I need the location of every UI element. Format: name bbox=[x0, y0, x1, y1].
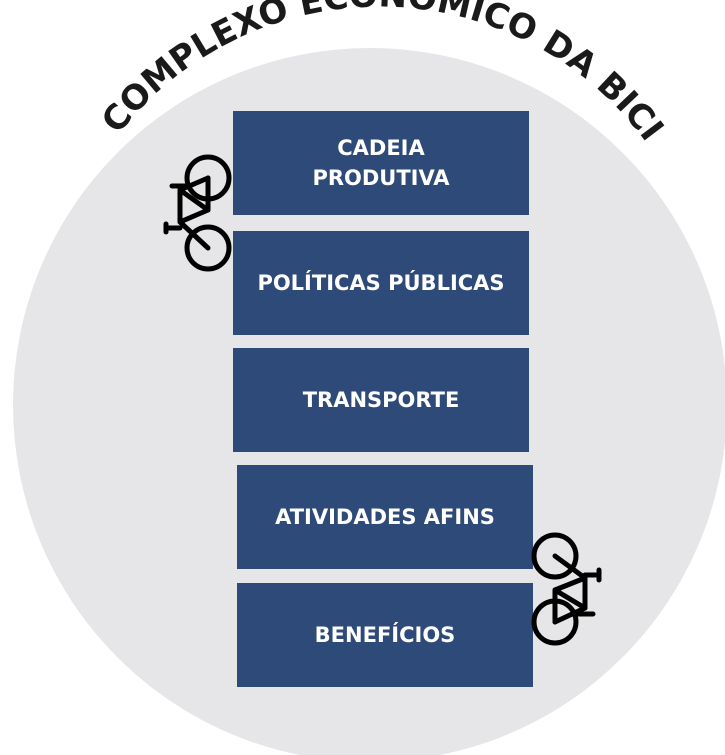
bicycle-icon bbox=[531, 532, 602, 646]
box-politicas-publicas: POLÍTICAS PÚBLICAS bbox=[233, 231, 529, 335]
box-cadeia-produtiva: CADEIA PRODUTIVA bbox=[233, 111, 529, 215]
box-transporte: TRANSPORTE bbox=[233, 348, 529, 452]
box-label: CADEIA PRODUTIVA bbox=[312, 136, 450, 190]
box-atividades-afins: ATIVIDADES AFINS bbox=[237, 465, 533, 569]
box-label: POLÍTICAS PÚBLICAS bbox=[257, 271, 505, 295]
box-label: ATIVIDADES AFINS bbox=[275, 505, 495, 529]
box-label: BENEFÍCIOS bbox=[314, 623, 456, 647]
box-label: TRANSPORTE bbox=[302, 388, 460, 412]
box-beneficios: BENEFÍCIOS bbox=[237, 583, 533, 687]
bicycle-icon bbox=[163, 154, 232, 272]
